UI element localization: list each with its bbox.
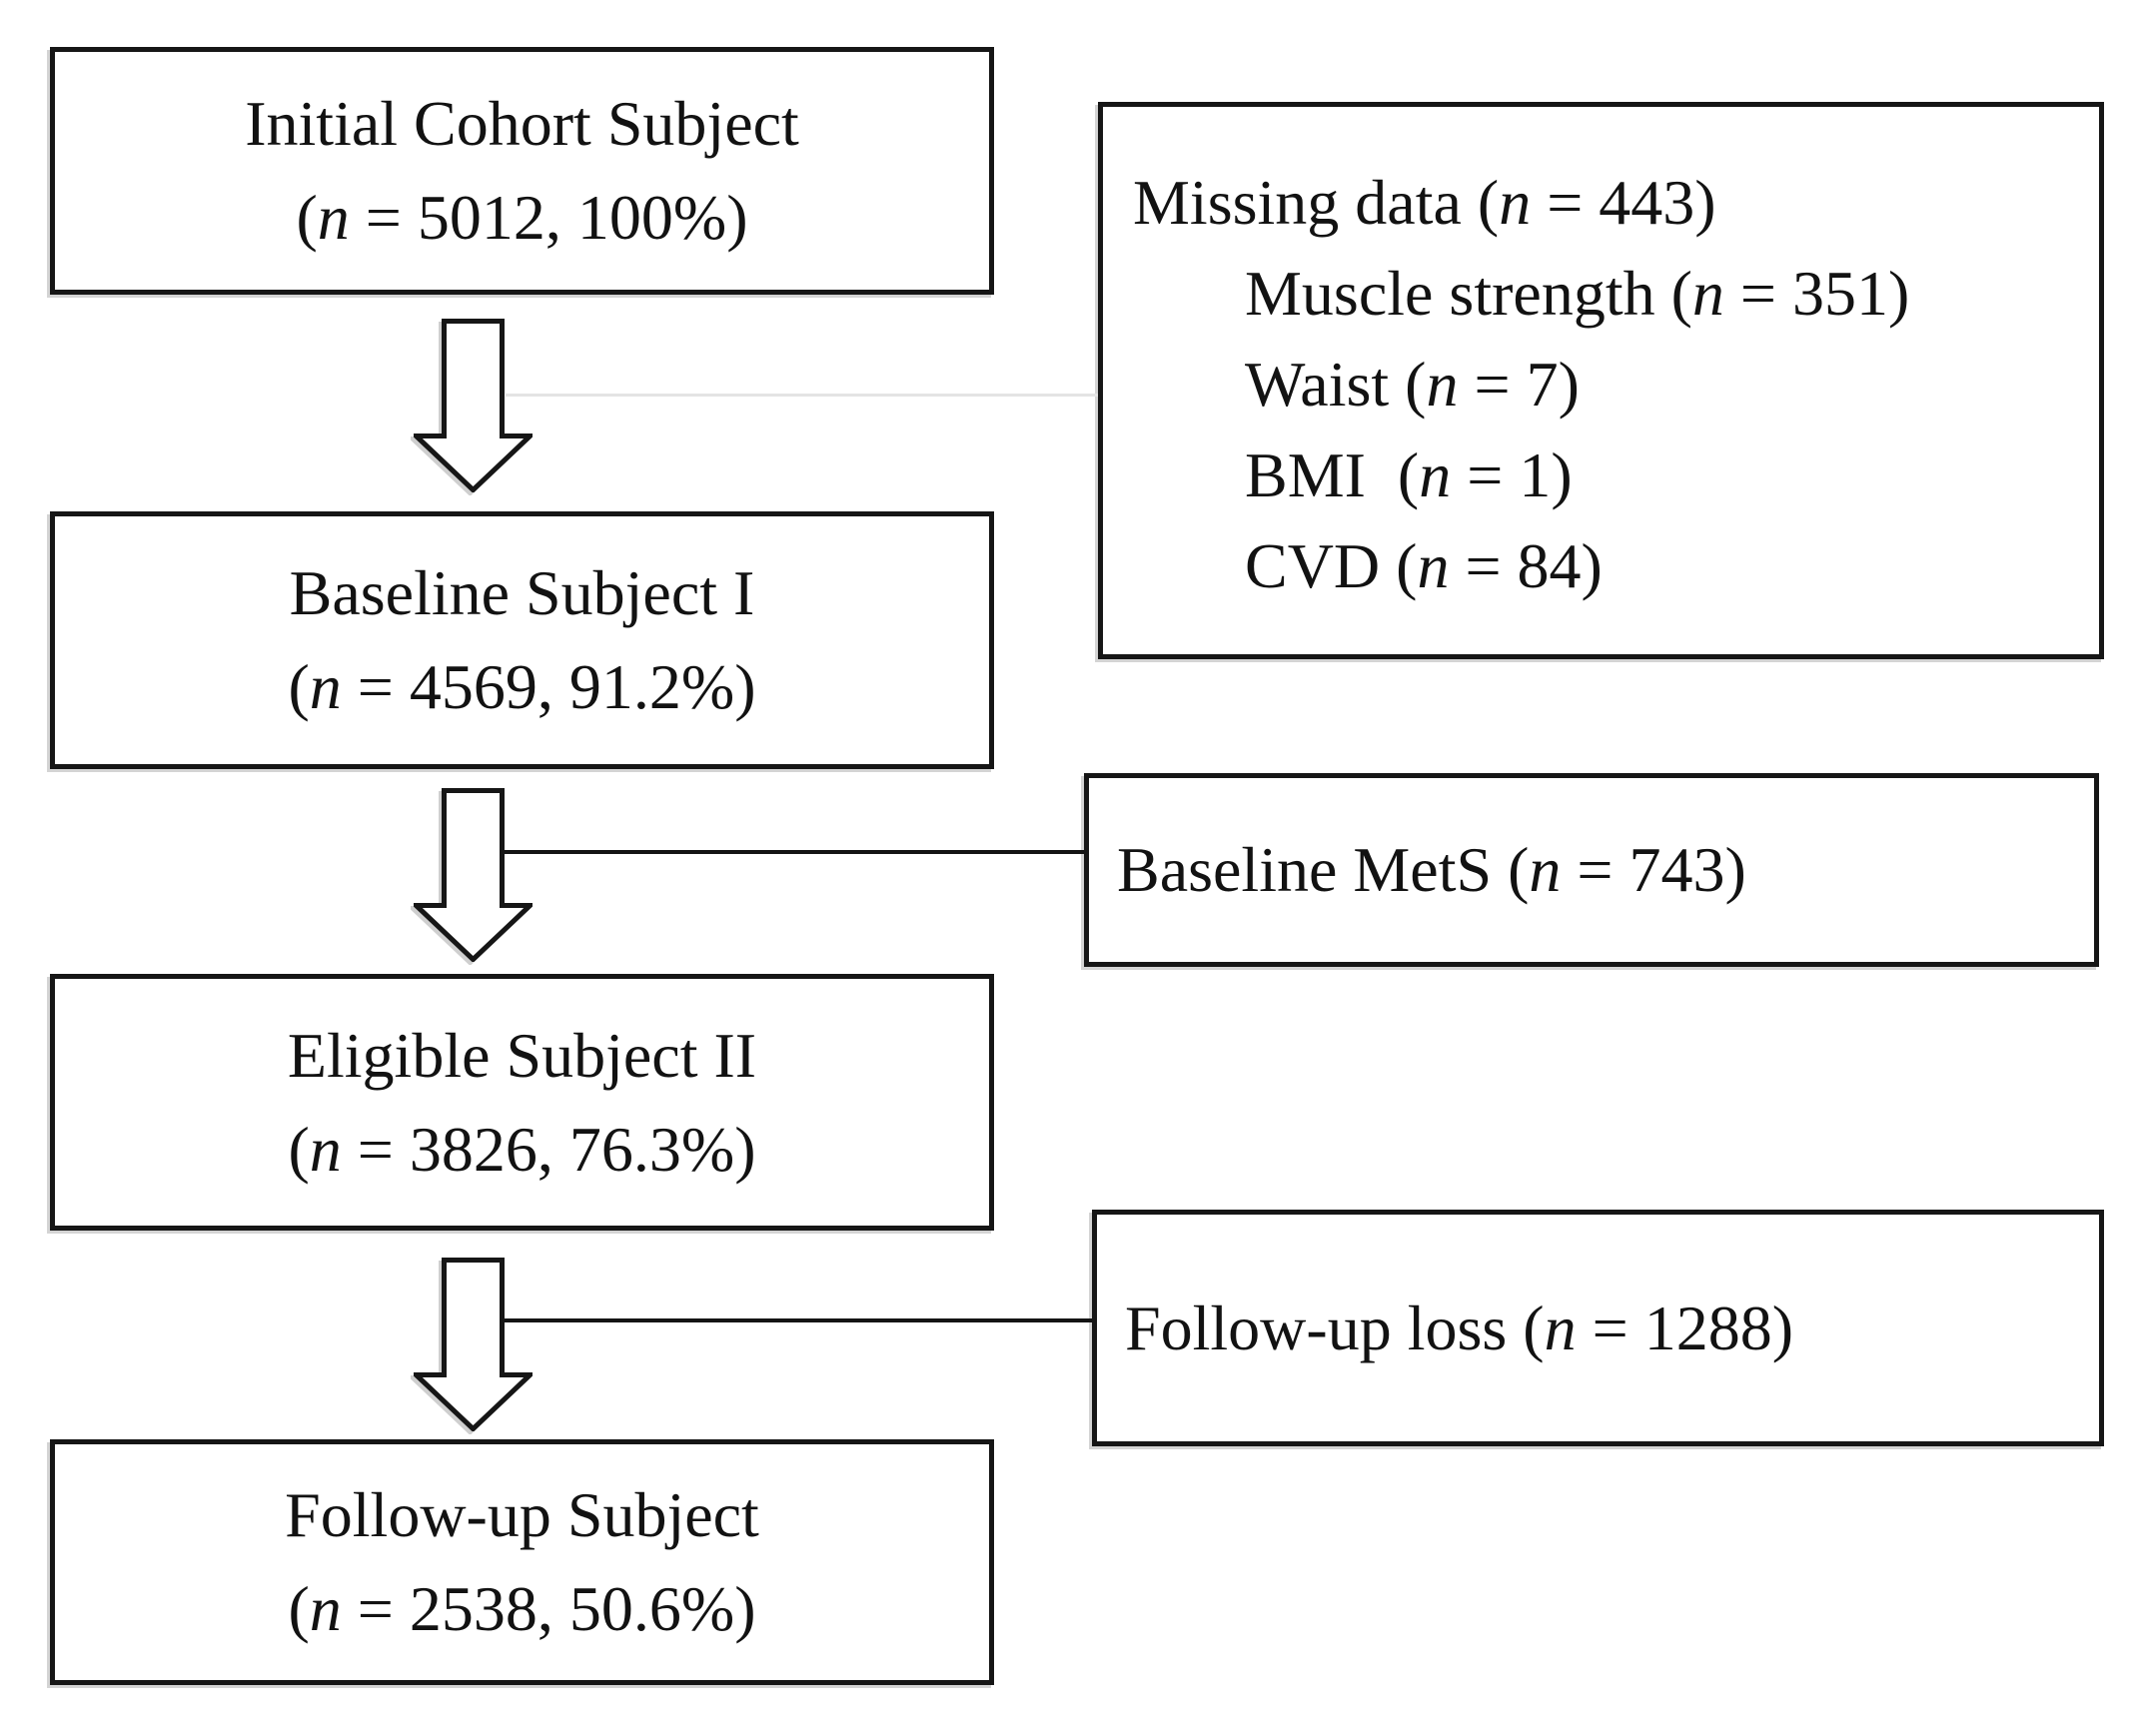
missing-data-item-cvd: CVD (n = 84) — [1245, 530, 1603, 601]
box-title: Eligible Subject II — [287, 1019, 757, 1091]
side-box-followup-loss: Follow-up loss (n = 1288) — [1092, 1210, 2104, 1446]
connector-line-missing-data — [506, 394, 1098, 397]
missing-data-item-waist: Waist (n = 7) — [1245, 349, 1580, 420]
box-stat: (n = 2538, 50.6%) — [288, 1573, 756, 1644]
side-box-missing-data: Missing data (n = 443) Muscle strength (… — [1098, 102, 2104, 659]
box-title: Baseline Subject I — [289, 557, 755, 628]
followup-loss-label: Follow-up loss (n = 1288) — [1125, 1292, 1793, 1363]
missing-data-heading: Missing data (n = 443) — [1133, 167, 1716, 238]
flow-box-followup-subject: Follow-up Subject (n = 2538, 50.6%) — [50, 1439, 994, 1685]
flow-box-eligible-subject-2: Eligible Subject II (n = 3826, 76.3%) — [50, 974, 994, 1231]
side-box-baseline-mets: Baseline MetS (n = 743) — [1084, 773, 2099, 967]
down-arrow-icon — [414, 1258, 533, 1431]
connector-line-baseline-mets — [505, 850, 1084, 854]
box-stat: (n = 4569, 91.2%) — [288, 651, 756, 722]
missing-data-item-bmi: BMI (n = 1) — [1245, 439, 1573, 510]
down-arrow-icon — [414, 788, 533, 962]
box-stat: (n = 5012, 100%) — [296, 182, 748, 253]
connector-line-followup-loss — [505, 1318, 1092, 1322]
box-title: Initial Cohort Subject — [245, 88, 799, 159]
baseline-mets-label: Baseline MetS (n = 743) — [1117, 834, 1746, 905]
flow-box-initial-cohort: Initial Cohort Subject (n = 5012, 100%) — [50, 47, 994, 295]
box-stat: (n = 3826, 76.3%) — [288, 1113, 756, 1185]
box-title: Follow-up Subject — [285, 1479, 759, 1550]
down-arrow-icon — [414, 319, 533, 492]
missing-data-item-muscle-strength: Muscle strength (n = 351) — [1245, 258, 1910, 329]
flow-box-baseline-subject-1: Baseline Subject I (n = 4569, 91.2%) — [50, 511, 994, 769]
